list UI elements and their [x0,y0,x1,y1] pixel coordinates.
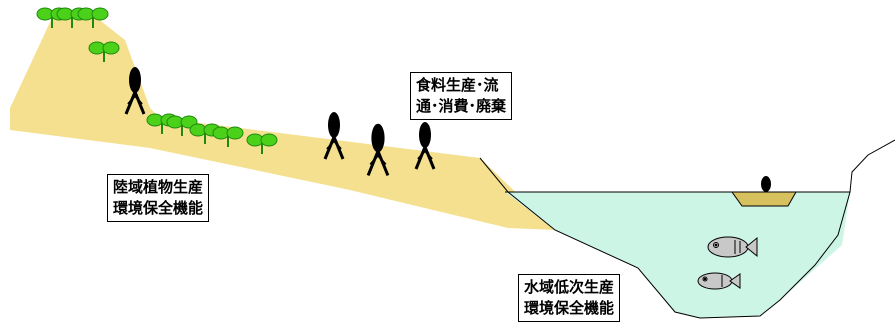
water-label-line-1: 水域低次生産 [524,278,615,296]
seedling-icon [212,126,244,147]
boat [731,176,797,207]
land-label: 陸域植物生産 環境保全機能 [107,174,210,222]
seedling-icon [166,115,198,136]
food-label-line-2: 通･消費･廃棄 [416,97,507,115]
person-icon [124,67,146,115]
land-area [10,18,555,230]
person-icon [414,122,436,170]
water-area [505,192,850,318]
person-icon [366,123,390,176]
water-label: 水域低次生産 環境保全機能 [518,274,621,322]
person-icon [323,112,345,160]
seedling-icon [77,7,109,28]
water-label-line-2: 環境保全機能 [524,299,615,317]
seedling-icon [88,41,120,62]
shoreline [479,139,895,319]
fish-large [707,236,758,258]
food-label: 食料生産･流 通･消費･廃棄 [410,72,513,120]
land-label-line-2: 環境保全機能 [113,199,204,217]
seedling-icon [246,133,278,154]
food-label-line-1: 食料生産･流 [416,76,499,94]
land-label-line-1: 陸域植物生産 [113,178,204,196]
fish-small [697,272,741,290]
